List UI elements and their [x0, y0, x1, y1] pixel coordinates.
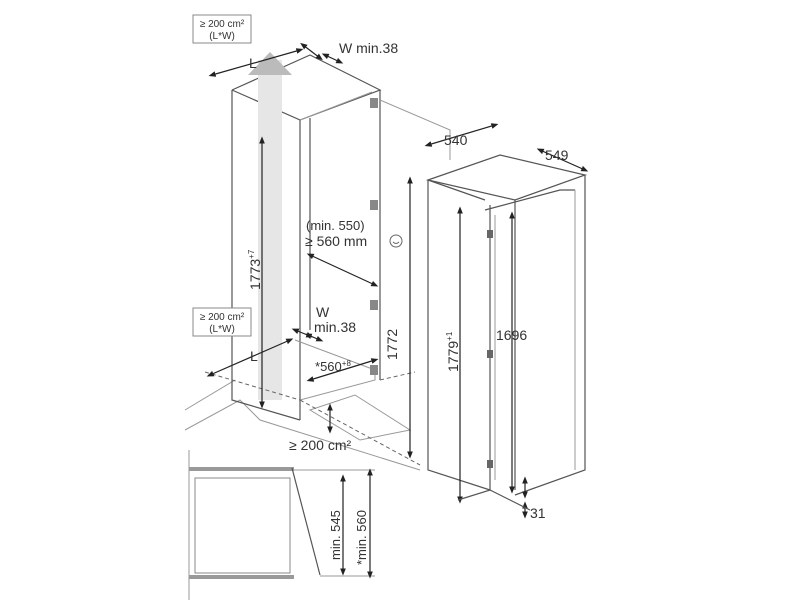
- niche-height-label: 1773+7: [247, 249, 263, 290]
- vent-bottom-box: ≥ 200 cm² (L*W): [192, 307, 252, 337]
- vent-top-box: ≥ 200 cm² (L*W): [192, 14, 252, 44]
- door-clearance-min: (min. 550): [306, 218, 365, 233]
- vent-bottom-formula: (L*W): [209, 324, 235, 335]
- height-1772-label: 1772: [384, 329, 400, 360]
- dimension-lines: [206, 42, 589, 519]
- appliance: [425, 154, 588, 496]
- door-height-label: 1696: [496, 327, 527, 343]
- top-width-label: W min.38: [339, 40, 398, 56]
- door-clearance-value: ≥ 560 mm: [305, 233, 367, 249]
- hinge-icons: [370, 98, 378, 375]
- bottom-width-label: W: [316, 304, 330, 320]
- depth-549-label: 549: [545, 147, 569, 163]
- room-lines: [184, 379, 421, 471]
- depth-min-545-label: min. 545: [328, 510, 343, 560]
- bottom-length-label: L: [250, 348, 258, 364]
- dashed-guide: [204, 371, 301, 401]
- smiley-icon: [389, 234, 403, 248]
- vent-bottom-area: ≥ 200 cm²: [200, 312, 245, 323]
- top-length-label: L: [249, 55, 257, 71]
- section-detail: min. 545 *min. 560: [188, 450, 375, 600]
- plinth-vent-label: ≥ 200 cm²: [289, 437, 351, 453]
- vent-top-area: ≥ 200 cm²: [200, 19, 245, 30]
- width-540-label: 540: [444, 132, 468, 148]
- depth-min-560-label: *min. 560: [354, 510, 369, 565]
- appliance-height-label: 1779+1: [445, 331, 461, 372]
- niche-width-label: *560+8: [315, 359, 351, 374]
- bottom-width-min: min.38: [314, 319, 356, 335]
- plinth-31-label: 31: [530, 505, 546, 521]
- vent-top-formula: (L*W): [209, 31, 235, 42]
- dashed-guide: [299, 399, 421, 466]
